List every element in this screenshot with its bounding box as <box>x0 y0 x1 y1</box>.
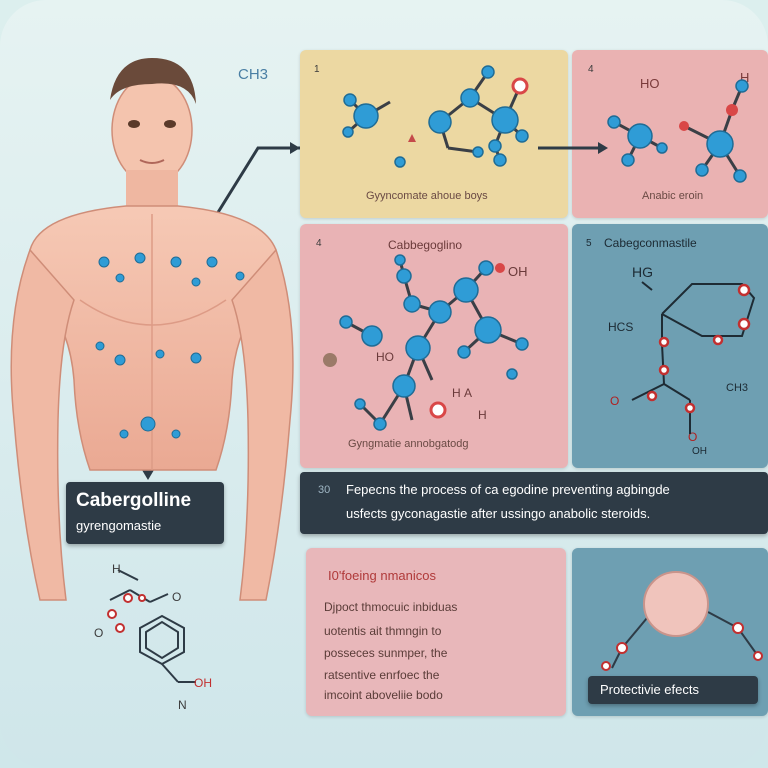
label-subtitle: gyrengomastie <box>76 518 162 533</box>
list-item: Djpoct thmocuic inbiduas <box>324 600 458 614</box>
panel-caption: Gyngmatie annobgatodg <box>348 438 469 450</box>
o-label: O <box>172 590 182 604</box>
molecule-diagram-3 <box>323 254 529 431</box>
list-item: posseces sunmper, the <box>324 646 448 660</box>
panel-number: 4 <box>316 238 322 249</box>
panel-cabergoline-molecule: 4 Cabbegoglino OH HO H A H <box>300 224 568 468</box>
banner-line1: Fepecns the process of ca egodine preven… <box>346 482 670 497</box>
panel-protective-effects: Protectivie efects <box>572 548 768 716</box>
hg-label: HG <box>632 264 653 280</box>
ho-label: HO <box>376 350 394 364</box>
n-label: N <box>178 698 187 712</box>
row-label: O <box>610 394 620 408</box>
label-title: Cabergolline <box>76 490 192 511</box>
banner-line2: usfects gyconagastie after ussingo anabo… <box>346 506 651 521</box>
list-item: uotentis ait thmngin to <box>324 624 442 638</box>
panel-title: I0'foeing nmanicos <box>328 568 436 583</box>
cabergoline-label: Cabergolline gyrengomastie <box>66 482 224 544</box>
list-item: imcoint aboveliie bodo <box>324 688 443 702</box>
panel-cabergoline-structure: 5 Cabegconmastile HG HCS O O CH3 OH <box>572 224 768 468</box>
panel-caption: Anabic eroin <box>642 190 704 202</box>
h-label: H <box>478 408 487 422</box>
list-item: ratsentive enrfoec the <box>324 668 440 682</box>
description-banner: 30 Fepecns the process of ca egodine pre… <box>300 472 768 534</box>
panel-following-mechanics: I0'foeing nmanicos Djpoct thmocuic inbid… <box>306 548 566 716</box>
panel-caption: Gyyncomate ahoue boys <box>366 190 488 202</box>
protective-diagram <box>601 571 763 671</box>
protective-label: Protectivie efects <box>588 676 758 704</box>
panel-title: Cabbegoglino <box>388 238 463 252</box>
panel-gynecomastia-boys: 1 <box>300 50 568 218</box>
ch3-label: CH3 <box>238 66 269 83</box>
hcs-label: HCS <box>608 320 634 334</box>
row-label: OH <box>692 446 707 457</box>
molecule-diagram-1 <box>342 65 529 168</box>
structure-diagram-4 <box>631 281 756 434</box>
oh-label: OH <box>194 676 212 690</box>
row-label: CH3 <box>726 382 749 394</box>
panel-anabolic-steroid: 4 HO H <box>572 50 768 218</box>
a-label: A <box>464 386 473 400</box>
panel-number: 4 <box>588 64 594 75</box>
h-label: H <box>740 70 750 85</box>
ho-label: HO <box>640 76 660 91</box>
oh-label: OH <box>508 264 528 279</box>
row-label: O <box>688 430 698 444</box>
protective-caption: Protectivie efects <box>600 682 699 697</box>
panel-number: 5 <box>586 238 592 249</box>
banner-number: 30 <box>318 484 331 496</box>
molecule-diagram-2 <box>607 79 749 183</box>
o-label: O <box>94 626 104 640</box>
h-label: H <box>112 562 121 576</box>
h-label: H <box>452 386 461 400</box>
panel-title: Cabegconmastile <box>604 236 697 250</box>
panel-number: 1 <box>314 64 320 75</box>
